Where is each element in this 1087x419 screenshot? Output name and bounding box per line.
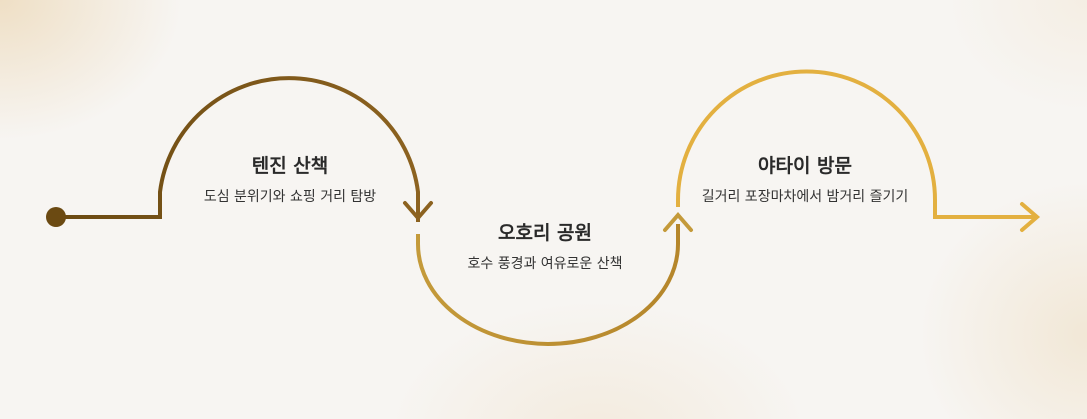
flow-segment-3: [676, 69, 1035, 219]
flow-segment-2: [416, 224, 680, 346]
flow-segment-1: [56, 76, 420, 222]
stage-title: 야타이 방문: [757, 155, 852, 177]
arrow-head-1: [403, 201, 433, 222]
stage-tenjin: 텐진 산책 도심 분위기와 쇼핑 거리 탐방: [185, 151, 395, 206]
stage-title: 오호리 공원: [497, 222, 592, 244]
stage-ohori-park: 오호리 공원 호수 풍경과 여유로운 산책: [430, 218, 660, 273]
end-arrow-head: [1020, 202, 1041, 232]
stage-description: 호수 풍경과 여유로운 산책: [467, 256, 623, 272]
stage-description: 도심 분위기와 쇼핑 거리 탐방: [203, 189, 377, 205]
stage-yatai: 야타이 방문 길거리 포장마차에서 밤거리 즐기기: [700, 151, 910, 206]
arrow-head-2: [663, 211, 693, 232]
stage-description: 길거리 포장마차에서 밤거리 즐기기: [701, 189, 909, 205]
stage-title: 텐진 산책: [251, 155, 329, 177]
